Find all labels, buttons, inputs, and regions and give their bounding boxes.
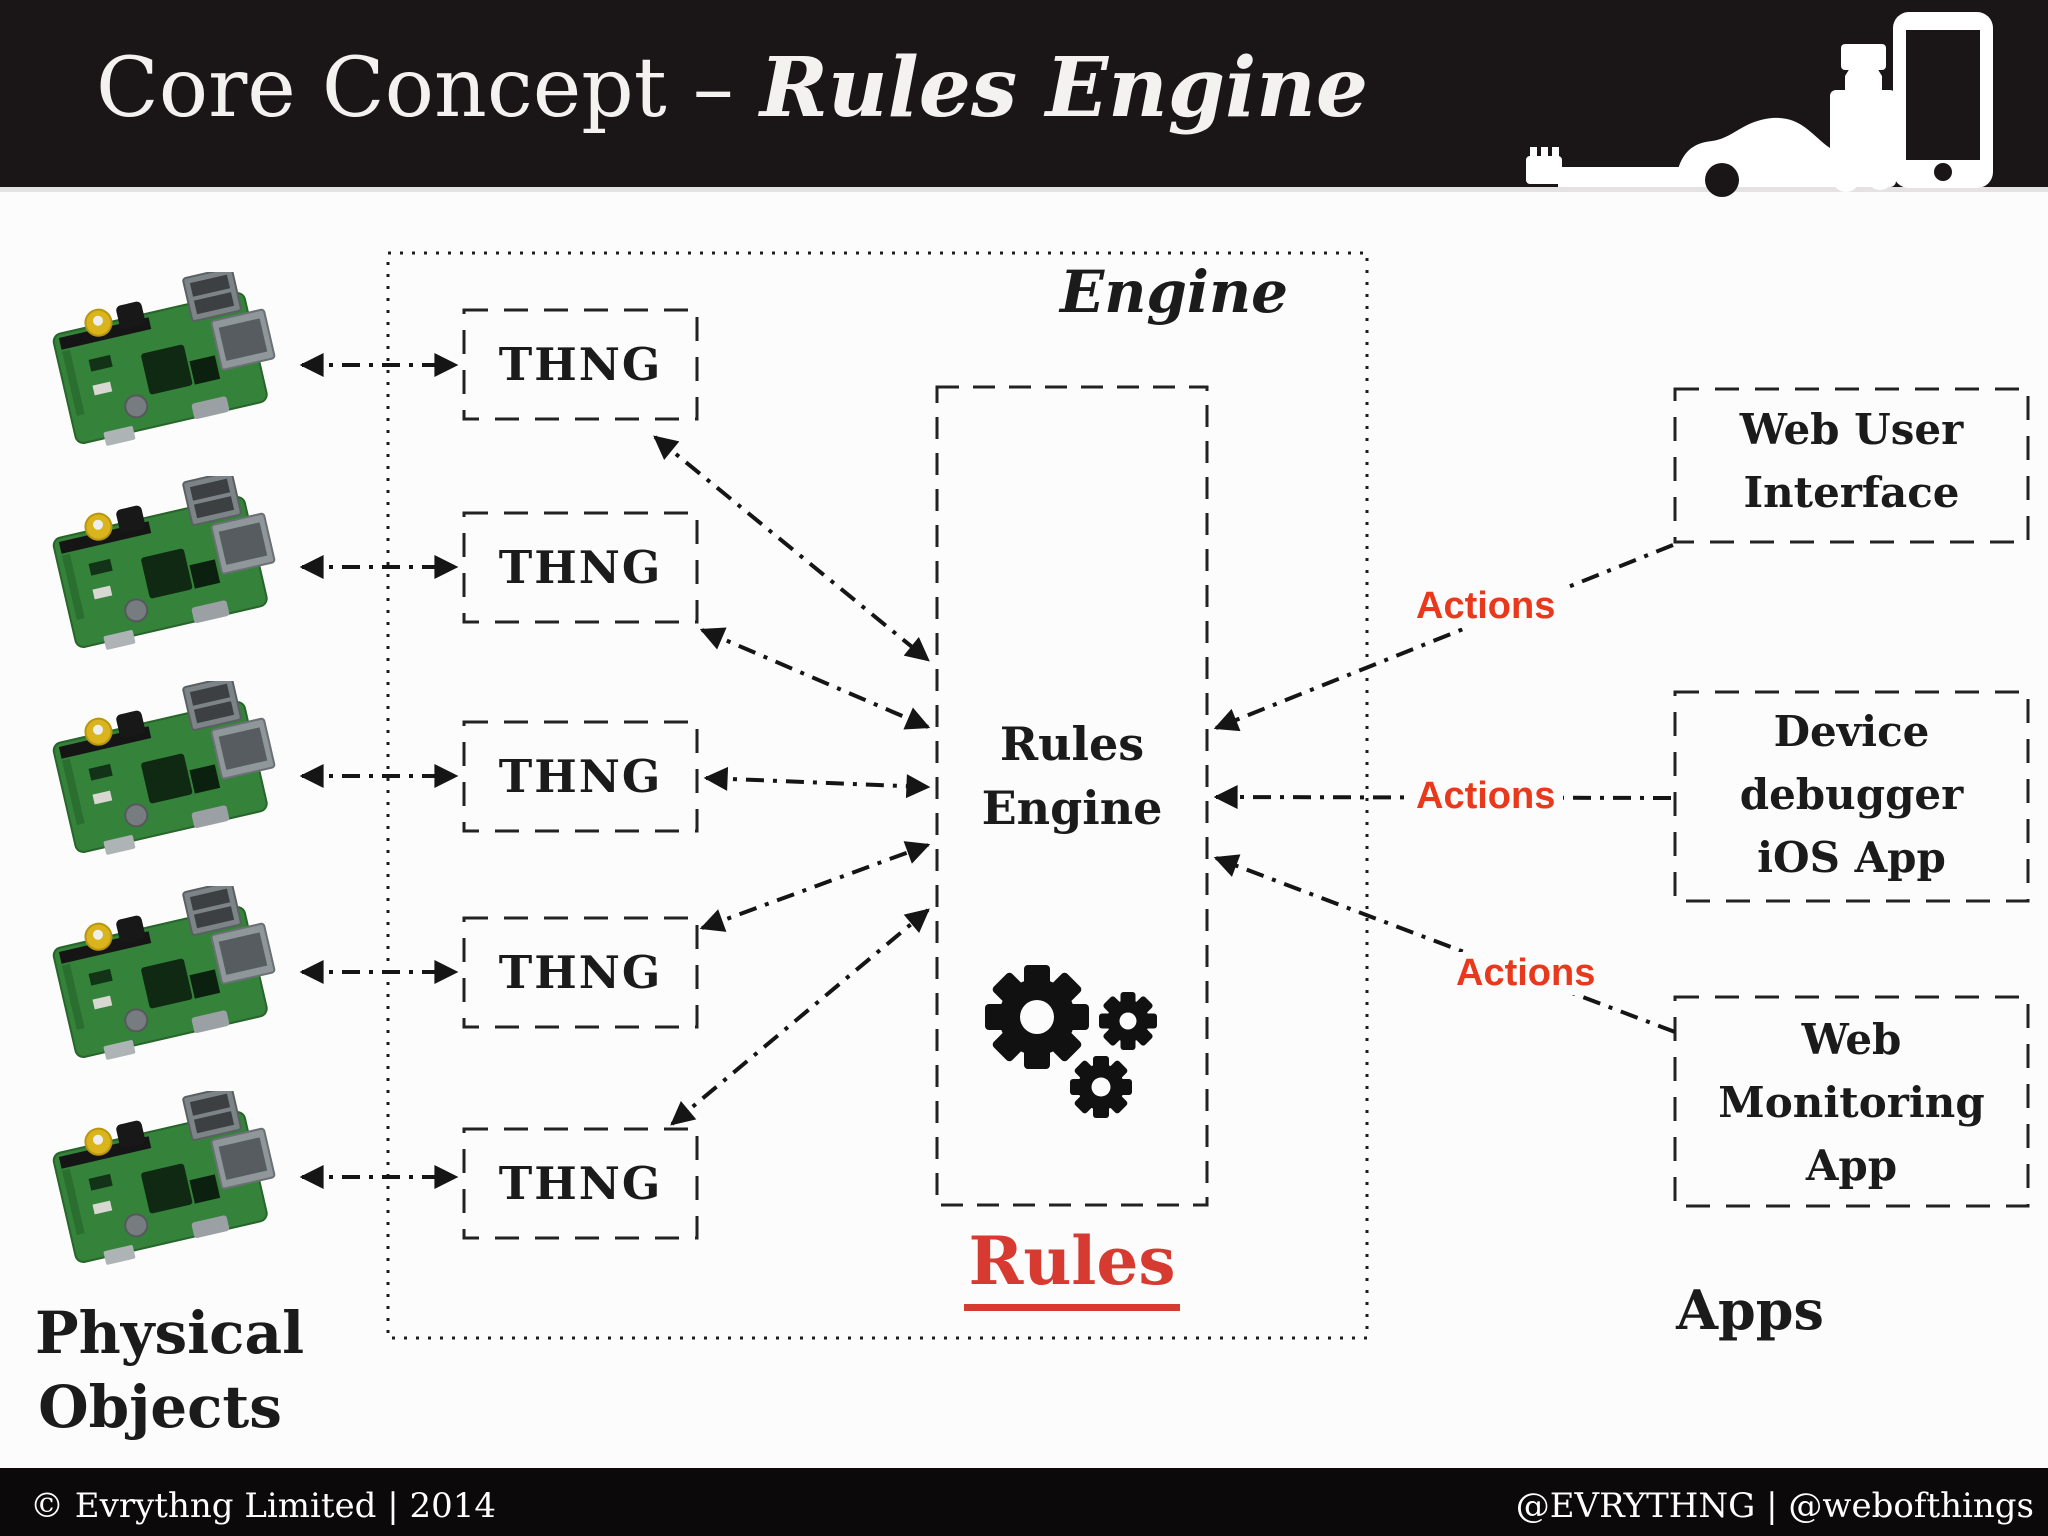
- thng-rules-arrow-5: [670, 908, 930, 1126]
- guitar-icon: [1526, 147, 1693, 187]
- smartphone-icon: [1893, 12, 1993, 188]
- engine-group-label: Engine: [1060, 258, 1289, 326]
- thng-box-label: THNG: [498, 541, 663, 594]
- raspberry-pi-image: [45, 272, 287, 454]
- raspberry-pi-image: [45, 476, 287, 658]
- web-user-interface-label: Web User Interface: [1675, 398, 2028, 524]
- apps-label: Apps: [1676, 1278, 1824, 1342]
- actions-label-1: Actions: [1408, 585, 1564, 628]
- actions-arrow-1: [1213, 543, 1674, 732]
- footer-bar: [0, 1468, 2048, 1536]
- thng-box-5: [462, 1127, 699, 1240]
- raspberry-pi-image: [45, 681, 287, 863]
- app-box-text: Web Monitoring App: [1718, 1015, 1985, 1190]
- physical-objects-label: Physical Objects: [35, 1299, 305, 1442]
- app-box-text: Web User Interface: [1739, 405, 1964, 517]
- header-things-icons: [1526, 12, 1993, 197]
- actions-label-3: Actions: [1448, 952, 1604, 995]
- slide-title-emphasis: Rules Engine: [759, 40, 1369, 136]
- actions-arrow-3: [1213, 854, 1676, 1034]
- thng-rules-arrow-3: [703, 766, 931, 799]
- rules-label: Rules: [964, 1222, 1180, 1311]
- footer-handles: @EVRYTHNG | @webofthings: [1515, 1486, 2034, 1526]
- thng-box-label: THNG: [498, 1157, 663, 1210]
- web-user-interface-box: [1673, 387, 2030, 544]
- rules-engine-line1: Rules: [999, 717, 1145, 771]
- slide-title: Core Concept – Rules Engine: [96, 40, 1368, 136]
- thng-rules-arrow-1: [653, 435, 930, 662]
- gears-icon: [985, 965, 1157, 1118]
- rules-engine-label: Rules Engine: [937, 712, 1207, 841]
- web-monitoring-label: Web Monitoring App: [1675, 1008, 2028, 1197]
- thng-box-3: [462, 720, 699, 833]
- web-monitoring-box: [1673, 995, 2030, 1208]
- rules-label-wrap: Rules: [937, 1222, 1207, 1311]
- slide-title-prefix: Core Concept –: [96, 41, 760, 136]
- thng-rules-arrow-4: [699, 841, 931, 932]
- actions-label-2: Actions: [1408, 775, 1564, 818]
- device-debugger-box: [1673, 690, 2030, 903]
- rules-engine-box: [935, 385, 1209, 1207]
- thng-rules-arrow-2: [699, 627, 931, 730]
- thng-box-label: THNG: [498, 338, 663, 391]
- device-debugger-label: Device debugger iOS App: [1675, 700, 2028, 889]
- raspberry-pi-image: [45, 1091, 287, 1273]
- thng-box-label: THNG: [498, 946, 663, 999]
- thng-box-1: [462, 308, 699, 421]
- header-shadow: [0, 187, 2048, 192]
- app-box-text: Device debugger iOS App: [1739, 707, 1964, 882]
- thng-box-label: THNG: [498, 750, 663, 803]
- car-icon: [1675, 117, 1843, 197]
- rules-engine-line2: Engine: [981, 781, 1163, 836]
- raspberry-pi-image: [45, 886, 287, 1068]
- footer-copyright: © Evrythng Limited | 2014: [30, 1486, 497, 1526]
